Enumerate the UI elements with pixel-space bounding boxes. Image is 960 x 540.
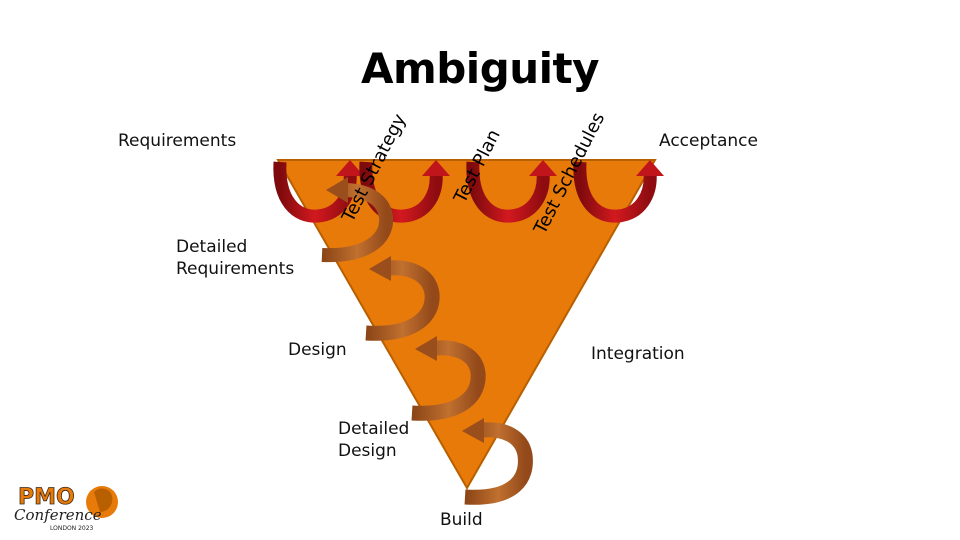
label-requirements: Requirements [118, 131, 237, 151]
label-detailed-requirements: Detailed Requirements [176, 236, 294, 280]
red-loop-4 [573, 160, 664, 223]
label-design: Design [288, 340, 347, 360]
brown-spiral-4 [321, 177, 394, 263]
label-build: Build [440, 510, 483, 530]
brown-spiral-2 [411, 336, 486, 421]
label-detailed-design-line2: Design [338, 441, 397, 461]
label-detailed-design: Detailed Design [338, 418, 409, 462]
brown-spiral-3 [365, 256, 440, 341]
logo-pmo: PMO [18, 485, 75, 510]
logo-london: LONDON 2023 [50, 525, 94, 532]
label-detailed-requirements-line2: Requirements [176, 259, 295, 279]
brown-spiral-1 [462, 418, 533, 505]
label-detailed-requirements-line1: Detailed [176, 237, 248, 257]
red-loop-3 [466, 160, 557, 223]
slide-title: Ambiguity [360, 44, 600, 93]
label-integration: Integration [591, 344, 685, 364]
logo-conference: Conference [14, 506, 102, 524]
pmo-conference-logo: PMO Conference LONDON 2023 [14, 485, 118, 532]
label-acceptance: Acceptance [659, 131, 758, 151]
label-detailed-design-line1: Detailed [338, 419, 410, 439]
